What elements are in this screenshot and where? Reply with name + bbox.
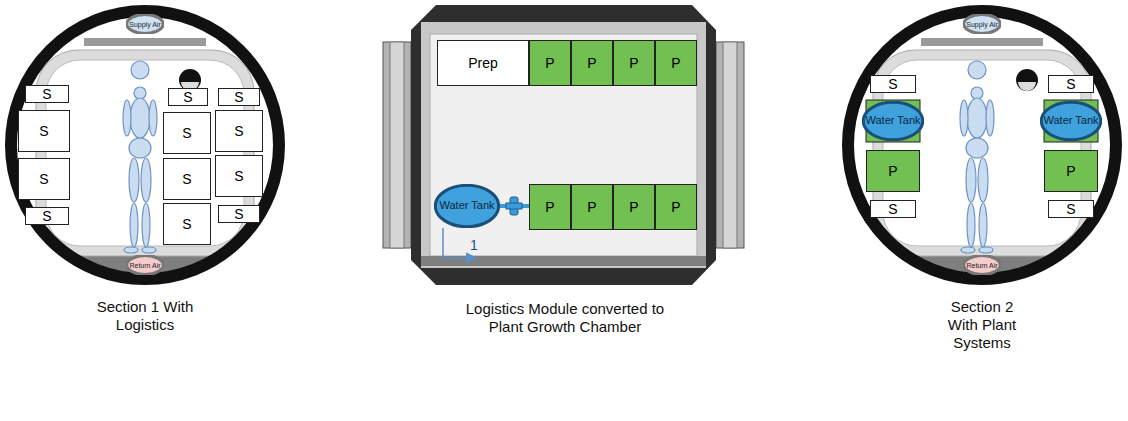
- storage-box: S: [870, 75, 916, 93]
- box-label: S: [42, 208, 51, 224]
- box-label: S: [39, 171, 48, 187]
- box-label: Return Air: [966, 262, 997, 269]
- box-label: S: [182, 171, 191, 187]
- storage-box: S: [218, 205, 260, 223]
- storage-box: S: [18, 110, 70, 152]
- box-label: P: [587, 199, 596, 215]
- storage-box: S: [163, 203, 211, 245]
- box-label: Return Air: [129, 262, 160, 269]
- air-vent: Return Air: [126, 255, 164, 275]
- box-label: P: [629, 55, 638, 71]
- storage-box: S: [218, 88, 260, 106]
- box-label: P: [629, 199, 638, 215]
- water-tank: Water Tank: [1040, 101, 1102, 141]
- storage-box: S: [215, 110, 263, 152]
- air-vent: Supply Air: [963, 14, 1001, 34]
- air-vent: Supply Air: [126, 14, 164, 34]
- plant-box: P: [866, 150, 920, 192]
- module-caption: Logistics Module converted to Plant Grow…: [458, 300, 673, 336]
- storage-box: S: [1048, 200, 1094, 218]
- plant-box: P: [571, 184, 613, 230]
- box-label: S: [888, 201, 897, 217]
- box-label: S: [42, 86, 51, 102]
- section-caption: Section 1 With Logistics: [93, 298, 197, 334]
- box-label: S: [1066, 201, 1075, 217]
- prep-box: Prep: [437, 40, 529, 86]
- box-label: P: [671, 199, 680, 215]
- plant-box: P: [655, 184, 697, 230]
- box-label: P: [587, 55, 596, 71]
- water-tank: Water Tank: [434, 184, 500, 228]
- box-label: P: [545, 55, 554, 71]
- box-label: S: [182, 216, 191, 232]
- box-label: Water Tank: [439, 200, 494, 212]
- box-label: S: [888, 76, 897, 92]
- callout-number: 1: [470, 237, 484, 254]
- storage-box: S: [870, 200, 916, 218]
- box-label: S: [234, 168, 243, 184]
- plant-box: P: [655, 40, 697, 86]
- box-label: S: [183, 89, 192, 105]
- box-label: Water Tank: [1043, 115, 1098, 127]
- water-pipe: [500, 204, 529, 208]
- plant-box: P: [613, 40, 655, 86]
- plant-box: P: [529, 184, 571, 230]
- storage-box: S: [18, 158, 70, 200]
- plant-box: P: [571, 40, 613, 86]
- section-caption: Section 2 With Plant Systems: [937, 298, 1027, 352]
- box-label: P: [545, 199, 554, 215]
- storage-box: S: [163, 112, 211, 154]
- water-tank: Water Tank: [862, 101, 924, 141]
- box-label: Supply Air: [966, 21, 998, 28]
- box-label: S: [234, 89, 243, 105]
- box-label: Prep: [468, 55, 498, 71]
- box-label: Supply Air: [129, 21, 161, 28]
- box-label: P: [888, 163, 897, 179]
- box-label: S: [234, 206, 243, 222]
- storage-box: S: [25, 207, 69, 225]
- storage-box: S: [168, 88, 208, 106]
- box-label: P: [671, 55, 680, 71]
- storage-box: S: [1048, 75, 1094, 93]
- box-label: Water Tank: [865, 115, 920, 127]
- box-label: S: [1066, 76, 1075, 92]
- storage-box: S: [215, 155, 263, 197]
- plant-box: P: [1044, 150, 1098, 192]
- storage-box: S: [163, 158, 211, 200]
- plant-box: P: [529, 40, 571, 86]
- box-label: S: [234, 123, 243, 139]
- box-label: S: [39, 123, 48, 139]
- box-label: S: [182, 125, 191, 141]
- air-vent: Return Air: [963, 255, 1001, 275]
- box-label: P: [1066, 163, 1075, 179]
- plant-box: P: [613, 184, 655, 230]
- storage-box: S: [25, 85, 69, 103]
